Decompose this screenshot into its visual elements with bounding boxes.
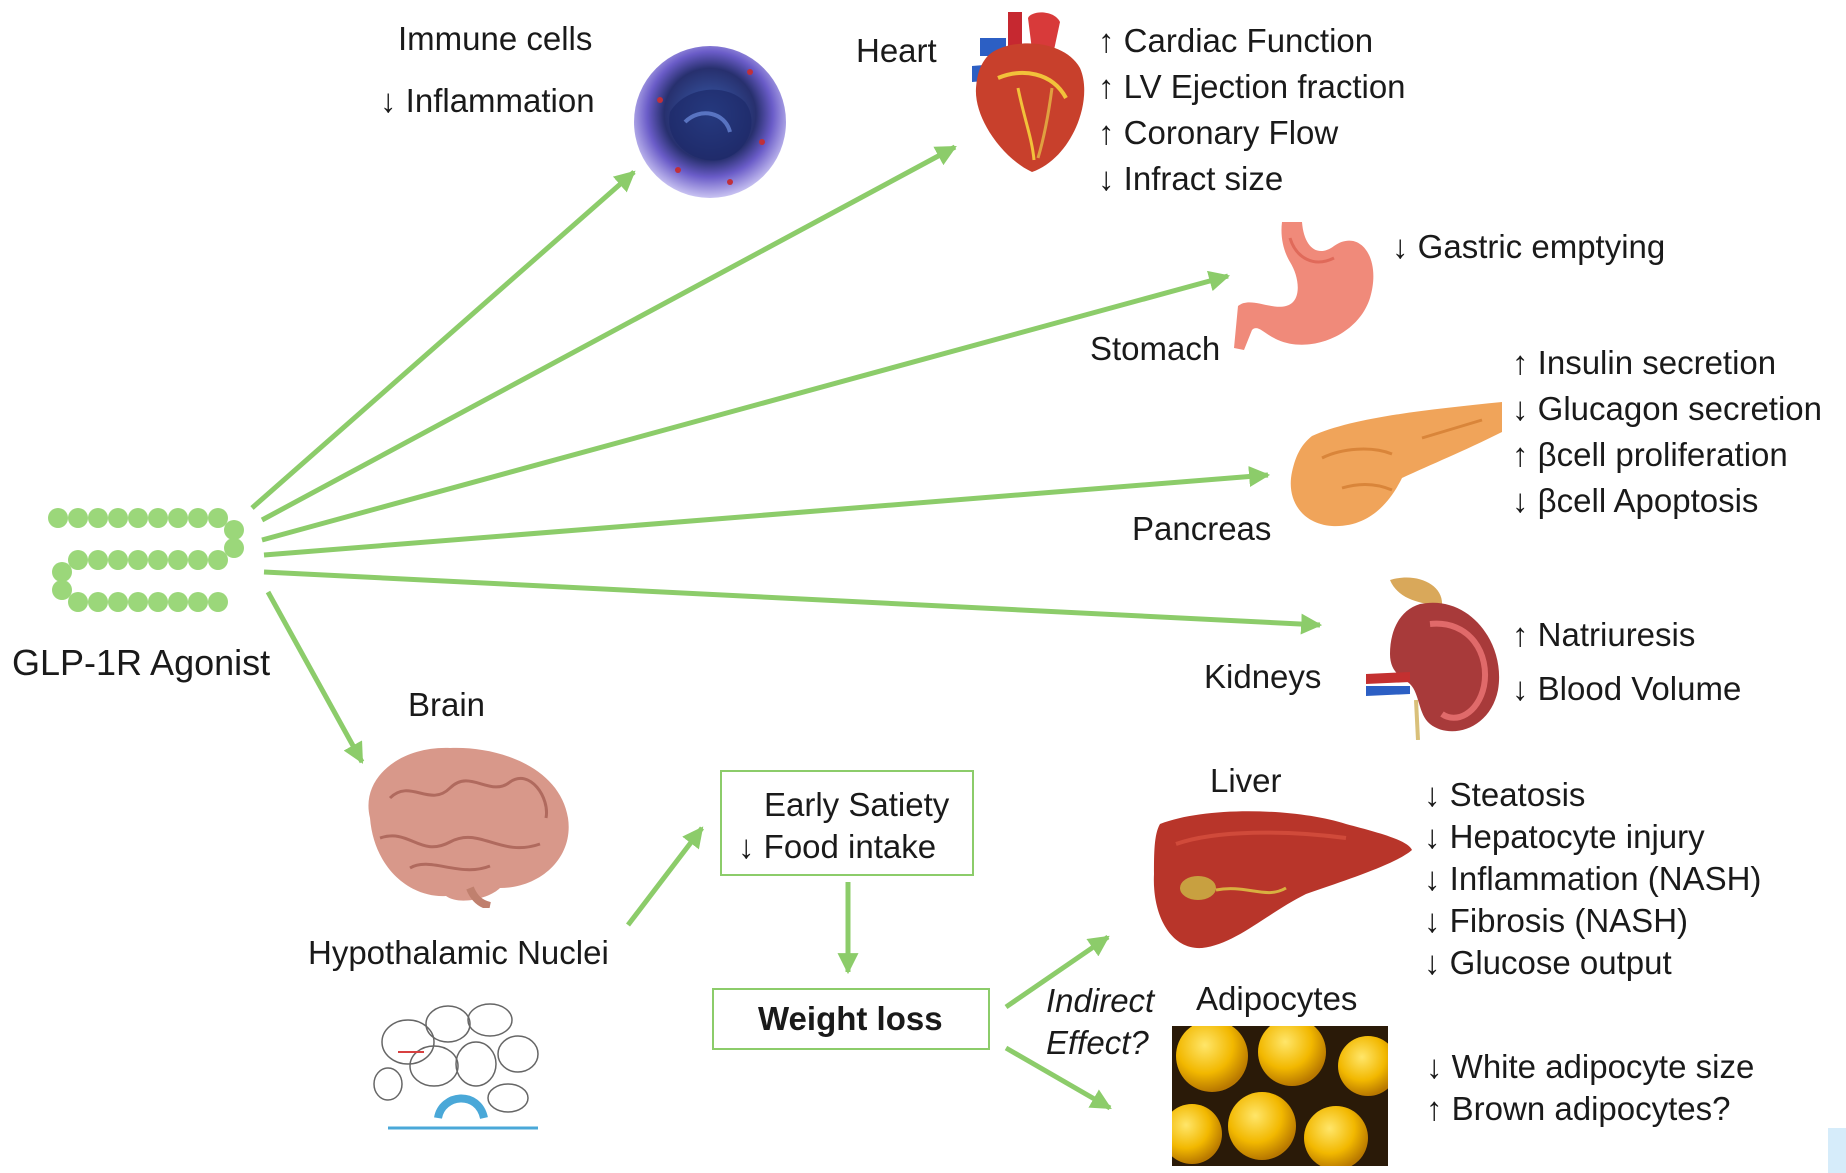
weight-loss-label: Weight loss <box>758 1000 943 1038</box>
pancreas-effect: ↓ Glucagon secretion <box>1512 386 1822 432</box>
agonist-label: GLP-1R Agonist <box>12 642 270 683</box>
brain-label: Brain <box>408 686 485 724</box>
arrow-to-kidneys <box>264 572 1320 625</box>
liver-effect: ↓ Hepatocyte injury <box>1424 816 1761 858</box>
liver-effect: ↓ Inflammation (NASH) <box>1424 858 1761 900</box>
pancreas-icon <box>1282 398 1507 533</box>
kidneys-effects: ↑ Natriuresis ↓ Blood Volume <box>1512 608 1741 716</box>
adipocytes-label: Adipocytes <box>1196 980 1357 1018</box>
stomach-label: Stomach <box>1090 330 1220 368</box>
satiety-line-2: ↓ Food intake <box>738 828 936 866</box>
kidneys-label: Kidneys <box>1204 658 1321 696</box>
weight-loss-box: Weight loss <box>712 988 990 1050</box>
indirect-line-2: Effect? <box>1046 1024 1149 1062</box>
satiety-line-1: Early Satiety <box>764 786 949 824</box>
adipocytes-effect: ↑ Brown adipocytes? <box>1426 1088 1754 1130</box>
heart-effect: ↓ Infract size <box>1098 156 1406 202</box>
corner-decoration <box>1828 1128 1846 1173</box>
pancreas-effect: ↓ βcell Apoptosis <box>1512 478 1822 524</box>
arrow-to-pancreas <box>264 475 1268 555</box>
liver-icon <box>1146 804 1416 954</box>
brain-icon <box>350 738 575 908</box>
indirect-line-1: Indirect <box>1046 982 1154 1020</box>
heart-effect: ↑ LV Ejection fraction <box>1098 64 1406 110</box>
immune-effect: ↓ Inflammation <box>380 78 595 124</box>
liver-effect: ↓ Glucose output <box>1424 942 1761 984</box>
hypothalamic-nuclei-icon <box>368 994 548 1134</box>
pancreas-effects: ↑ Insulin secretion ↓ Glucagon secretion… <box>1512 340 1822 524</box>
adipocytes-effect: ↓ White adipocyte size <box>1426 1046 1754 1088</box>
heart-effects: ↑ Cardiac Function ↑ LV Ejection fractio… <box>1098 18 1406 202</box>
liver-label: Liver <box>1210 762 1282 800</box>
heart-effect: ↑ Coronary Flow <box>1098 110 1406 156</box>
kidneys-effect: ↓ Blood Volume <box>1512 662 1741 716</box>
pancreas-effect: ↑ Insulin secretion <box>1512 340 1822 386</box>
heart-effect: ↑ Cardiac Function <box>1098 18 1406 64</box>
arrow-to-brain <box>268 592 362 762</box>
liver-effect: ↓ Fibrosis (NASH) <box>1424 900 1761 942</box>
satiety-box: Early Satiety ↓ Food intake <box>720 770 974 876</box>
heart-label: Heart <box>856 32 937 70</box>
arrow-to-immune <box>252 172 634 508</box>
adipocytes-icon <box>1172 1026 1388 1166</box>
adipocytes-effects: ↓ White adipocyte size ↑ Brown adipocyte… <box>1426 1046 1754 1130</box>
arrow-to-stomach <box>262 276 1228 540</box>
hypothalamus-label: Hypothalamic Nuclei <box>308 934 609 972</box>
arrow-brain-to-satiety <box>628 828 702 925</box>
stomach-icon <box>1230 218 1380 358</box>
immune-cell-icon <box>630 42 790 202</box>
liver-effects: ↓ Steatosis ↓ Hepatocyte injury ↓ Inflam… <box>1424 774 1761 984</box>
stomach-effect: ↓ Gastric emptying <box>1392 224 1665 270</box>
kidney-icon <box>1360 574 1510 740</box>
pancreas-effect: ↑ βcell proliferation <box>1512 432 1822 478</box>
kidneys-effect: ↑ Natriuresis <box>1512 608 1741 662</box>
pancreas-label: Pancreas <box>1132 510 1271 548</box>
immune-label: Immune cells <box>398 20 592 58</box>
stomach-effects: ↓ Gastric emptying <box>1392 224 1665 270</box>
liver-effect: ↓ Steatosis <box>1424 774 1761 816</box>
arrow-to-heart <box>262 147 955 520</box>
peptide-chain-icon <box>48 500 248 620</box>
immune-effects: ↓ Inflammation <box>380 78 595 124</box>
heart-icon <box>962 8 1092 178</box>
